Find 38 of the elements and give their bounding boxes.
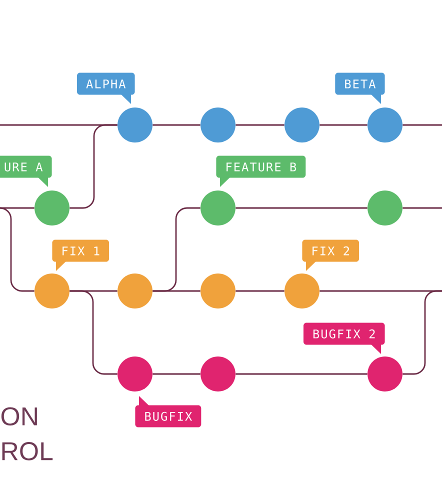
circle-node [118, 108, 152, 142]
circle-node [200, 190, 236, 226]
speech-bubble: FIX 1 [52, 240, 110, 271]
branch-line [70, 290, 118, 375]
circle-node [368, 190, 402, 226]
circle-node [284, 274, 320, 308]
branch-line [402, 290, 442, 375]
circle-node [368, 356, 402, 392]
speech-bubble: BETA [335, 72, 385, 104]
branch-line [236, 373, 368, 375]
circle-node [200, 108, 236, 142]
branch-line [152, 207, 200, 292]
speech-bubble: URE A [0, 156, 52, 187]
heading: ON ROL [1, 407, 53, 460]
branch-line [402, 124, 442, 126]
branch-line [402, 207, 442, 209]
speech-bubble: BUGFIX [135, 396, 202, 428]
circle-node [34, 274, 70, 308]
circle-node [200, 274, 236, 308]
circle-node [34, 190, 70, 226]
branch-line [70, 124, 118, 209]
circle-node [284, 108, 320, 142]
circle-node [368, 108, 402, 142]
branch-line [152, 373, 200, 375]
branch-line [236, 290, 284, 292]
branch-line [0, 207, 34, 292]
speech-bubble: FIX 2 [302, 240, 360, 271]
branch-line [320, 124, 368, 126]
speech-bubble: ALPHA [76, 72, 135, 104]
branch-line [0, 207, 34, 209]
branch-line [236, 124, 284, 126]
circle-node [118, 274, 152, 308]
speech-bubble: BUGFIX 2 [303, 322, 385, 354]
branch-line [236, 207, 368, 209]
speech-bubble: FEATURE B [216, 156, 306, 187]
branch-line [152, 124, 200, 126]
circle-node [200, 356, 236, 392]
circle-node [118, 356, 152, 392]
